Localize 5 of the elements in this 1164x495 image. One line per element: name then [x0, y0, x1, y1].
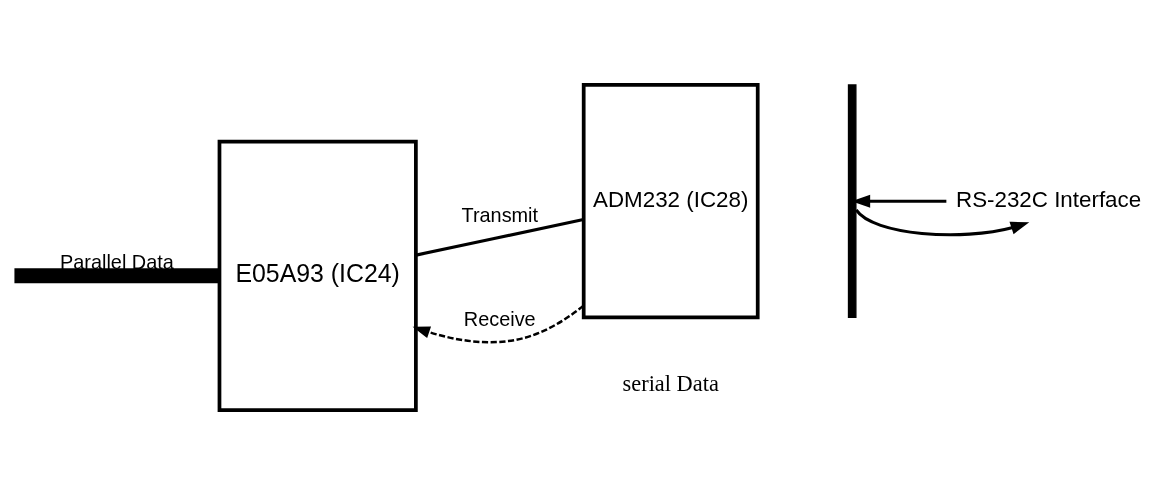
node-text: RS-232C Interface — [955, 186, 1142, 212]
label: serial Data — [622, 370, 719, 396]
edge-label: Transmit — [461, 204, 539, 227]
edge-label: Parallel Data — [60, 251, 174, 274]
edge-label: Receive — [463, 308, 536, 331]
